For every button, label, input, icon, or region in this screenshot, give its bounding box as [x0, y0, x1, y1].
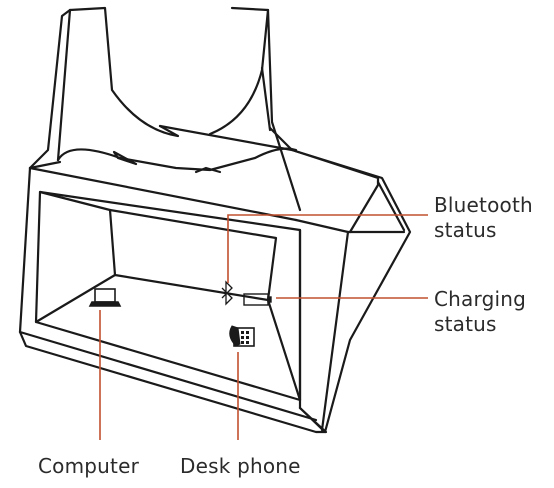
- desk-phone-label: Desk phone: [180, 454, 301, 479]
- charging-status-label: Charging status: [434, 287, 526, 337]
- base-top-shelf: [160, 126, 378, 232]
- bluetooth-leader: [228, 215, 428, 283]
- laptop-icon: [90, 289, 120, 306]
- bluetooth-status-label-line1: Bluetooth: [434, 193, 533, 218]
- cradle-left-arm: [70, 8, 178, 136]
- computer-label: Computer: [38, 454, 139, 479]
- cradle-right-arm: [210, 8, 268, 134]
- front-window: [36, 192, 300, 400]
- charging-status-label-line2: status: [434, 312, 526, 337]
- base-front-face: [20, 168, 326, 432]
- bluetooth-status-label: Bluetooth status: [434, 193, 533, 243]
- cradle-lip: [58, 149, 296, 170]
- desk-phone-icon: [230, 326, 254, 346]
- charging-status-label-line1: Charging: [434, 287, 526, 312]
- base-right-side: [270, 128, 410, 432]
- bluetooth-status-label-line2: status: [434, 218, 533, 243]
